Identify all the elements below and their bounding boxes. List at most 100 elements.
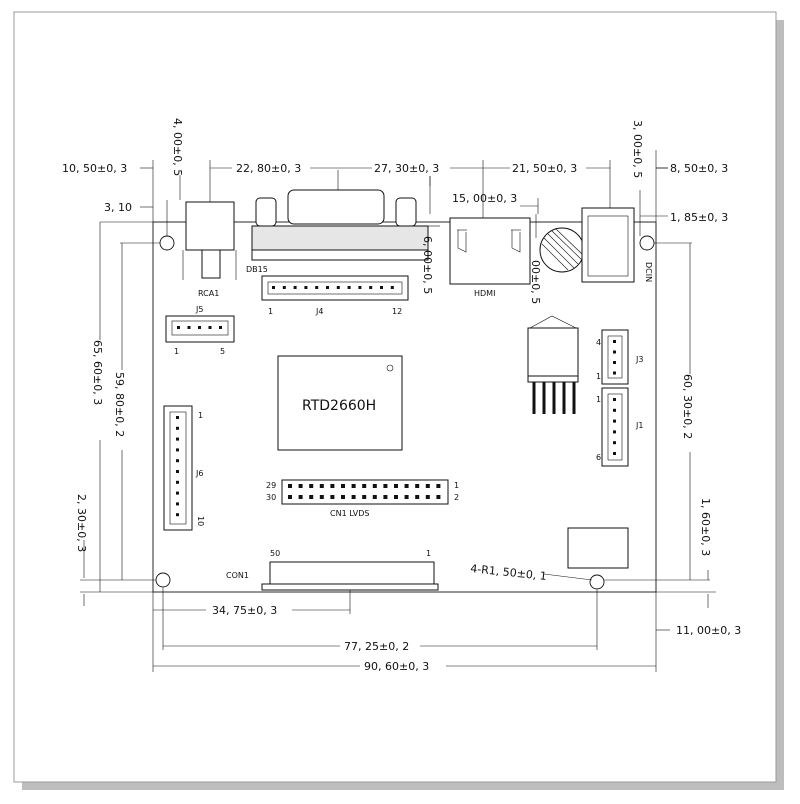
cn1-pin-30: 30 bbox=[266, 493, 276, 502]
j5-label: J5 bbox=[195, 305, 203, 314]
j1-pin-bottom: 6 bbox=[596, 453, 601, 462]
pin-pad bbox=[613, 398, 616, 401]
pin-pad bbox=[404, 495, 409, 499]
pin-pad bbox=[351, 495, 356, 499]
j4-header bbox=[261, 275, 409, 301]
cn1-lvds-header bbox=[281, 479, 449, 505]
pin-pad bbox=[369, 286, 373, 289]
dim-21-50: 21, 50±0, 3 bbox=[512, 162, 577, 175]
pin-pad bbox=[176, 480, 179, 484]
j6-pins bbox=[176, 416, 179, 517]
j3-label: J3 bbox=[635, 355, 643, 364]
pin-pad bbox=[613, 430, 616, 434]
pin-pad bbox=[319, 495, 324, 499]
pin-pad bbox=[176, 459, 179, 463]
con1-pin-1: 1 bbox=[426, 549, 431, 558]
pin-pad bbox=[415, 495, 420, 499]
con1-label: CON1 bbox=[226, 571, 249, 580]
pin-pad bbox=[394, 495, 398, 499]
pin-pad bbox=[613, 340, 616, 343]
pin-pad bbox=[436, 484, 441, 488]
pin-pad bbox=[347, 286, 351, 289]
dim-27-30: 27, 30±0, 3 bbox=[374, 162, 439, 175]
pin-pad bbox=[282, 286, 286, 289]
pin-pad bbox=[380, 286, 383, 289]
pin-pad bbox=[187, 326, 191, 329]
pin-pad bbox=[176, 426, 179, 430]
dim-22-80: 22, 80±0, 3 bbox=[236, 162, 301, 175]
pin-pad bbox=[341, 495, 345, 499]
j4-label: J4 bbox=[315, 307, 323, 316]
j3-header bbox=[601, 329, 629, 385]
pin-pad bbox=[362, 495, 367, 499]
cn1-pin-29: 29 bbox=[266, 481, 276, 490]
pin-pad bbox=[336, 286, 340, 289]
pin-pad bbox=[176, 448, 179, 452]
regulator-pins bbox=[532, 382, 576, 414]
mount-hole-bottom-right bbox=[589, 574, 605, 590]
pin-pad bbox=[425, 484, 430, 488]
j4-pin-first: 1 bbox=[268, 307, 273, 316]
pin-pad bbox=[613, 419, 616, 423]
pin-pad bbox=[390, 286, 394, 289]
pin-pad bbox=[176, 416, 179, 419]
j3-pin-bottom: 1 bbox=[596, 372, 601, 381]
dim-60-30: 60, 30±0, 2 bbox=[681, 374, 694, 439]
pin-pad bbox=[293, 286, 297, 289]
dim-4-00: 4, 00±0, 5 bbox=[171, 118, 184, 176]
dim-8-50: 8, 50±0, 3 bbox=[670, 162, 728, 175]
pin-pad bbox=[383, 484, 388, 488]
pin-pad bbox=[309, 495, 314, 499]
pin-pad bbox=[298, 495, 303, 499]
pin-pad bbox=[358, 286, 362, 289]
dim-1-60: 1, 60±0, 3 bbox=[699, 498, 712, 556]
j1-pin-top: 1 bbox=[596, 395, 601, 404]
dim-1-85: 1, 85±0, 3 bbox=[670, 211, 728, 224]
pin-pad bbox=[177, 326, 180, 329]
dim-hdmi-vertical: 00±0, 5 bbox=[529, 260, 542, 304]
pin-pad bbox=[425, 495, 430, 499]
cn1-pin-2: 2 bbox=[454, 493, 459, 502]
hdmi-connector bbox=[449, 217, 531, 285]
pin-pad bbox=[298, 484, 303, 488]
dim-15-00: 15, 00±0, 3 bbox=[452, 192, 517, 205]
j6-pin-bottom: 10 bbox=[196, 516, 205, 526]
pin-pad bbox=[613, 350, 616, 354]
pin-pad bbox=[394, 484, 398, 488]
pin-pad bbox=[219, 326, 222, 329]
pin-pad bbox=[272, 286, 275, 289]
dim-3-00: 3, 00±0, 5 bbox=[631, 120, 644, 178]
pin-pad bbox=[304, 286, 308, 289]
chip-label: RTD2660H bbox=[302, 398, 376, 414]
dim-34-75: 34, 75±0, 3 bbox=[212, 604, 277, 617]
pin-pad bbox=[309, 484, 314, 488]
j4-pin-last: 12 bbox=[392, 307, 402, 316]
dcin-jack bbox=[581, 207, 635, 283]
dim-65-60: 65, 60±0, 3 bbox=[91, 340, 104, 405]
j6-header bbox=[163, 405, 193, 531]
pin-pad bbox=[404, 484, 409, 488]
rca-label: RCA1 bbox=[198, 289, 219, 298]
bottom-right-block bbox=[567, 527, 629, 569]
pin-pad bbox=[613, 408, 616, 412]
db15-label: DB15 bbox=[246, 265, 268, 274]
pin-pad bbox=[330, 484, 335, 488]
pin-pad bbox=[613, 452, 616, 455]
j6-label: J6 bbox=[195, 469, 203, 478]
pin-pad bbox=[330, 495, 335, 499]
pin-pad bbox=[362, 484, 367, 488]
chip-pin1-marker bbox=[386, 364, 394, 372]
pin-pad bbox=[613, 361, 616, 364]
pin-pad bbox=[372, 495, 377, 499]
cn1-label: CN1 LVDS bbox=[330, 509, 370, 518]
pin-pad bbox=[351, 484, 356, 488]
pin-pad bbox=[613, 371, 616, 375]
pin-pad bbox=[613, 441, 616, 445]
pin-pad bbox=[326, 286, 329, 289]
dim-90-60: 90, 60±0, 3 bbox=[364, 660, 429, 673]
j5-pin-first: 1 bbox=[174, 347, 179, 356]
pin-pad bbox=[208, 326, 212, 329]
dim-11-00: 11, 00±0, 3 bbox=[676, 624, 741, 637]
